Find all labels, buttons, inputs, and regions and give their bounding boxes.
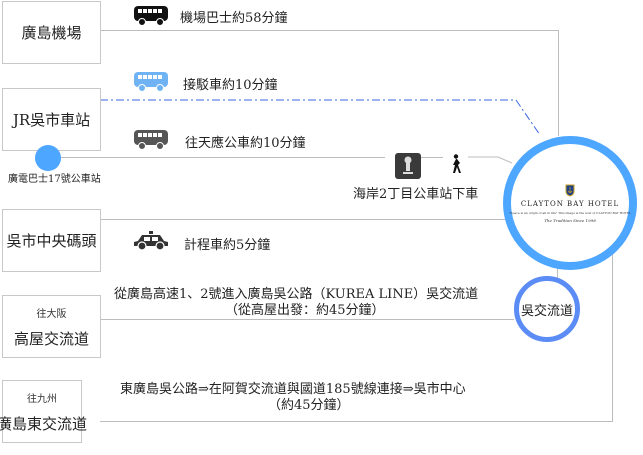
bus-stop-sign-icon: [395, 153, 421, 179]
origin-direction: 往九州: [27, 393, 57, 405]
shuttle-label: 接駁車約10分鐘: [183, 78, 278, 93]
origin-label: 廣島機場: [21, 24, 82, 42]
interchange-label: 吳交流道: [520, 303, 573, 319]
higashi-route-time: （約45分鐘）: [268, 398, 350, 413]
kure-interchange: 吳交流道: [514, 276, 580, 342]
higashi-route-text: 東廣島吳公路⇒在阿賀交流道與國道185號線連接⇒吳市中心: [120, 382, 466, 397]
hotel-crest-icon: [565, 184, 575, 197]
walk-icon: [453, 154, 461, 173]
origin-port: 吳市中央碼頭: [2, 209, 101, 272]
takaya-route-line: [100, 319, 514, 320]
takaya-route-time: （從高屋出發：約45分鐘）: [225, 303, 385, 318]
bus-stop-label: 廣電巴士17號公車站: [8, 174, 101, 185]
airport-route-drop-line: [558, 30, 559, 136]
hotel-tagline: "Space is an origin of all in life" This…: [509, 210, 631, 215]
city-bus-route-line-2: [418, 157, 443, 158]
origin-label: 廣島東交流道: [0, 414, 88, 433]
origin-label: 高屋交流道: [13, 329, 89, 348]
airport-route-line: [100, 30, 558, 31]
city-bus-icon: [134, 130, 168, 150]
taxi-icon: [134, 231, 168, 251]
hotel-destination: CLAYTON BAY HOTEL "Space is an origin of…: [503, 136, 637, 270]
origin-takaya-ic: 往大阪 高屋交流道: [2, 295, 101, 358]
hotel-name: CLAYTON BAY HOTEL: [520, 199, 620, 208]
origin-direction: 往大阪: [36, 308, 67, 320]
city-bus-label: 往天應公車約10分鐘: [185, 136, 306, 151]
higashi-route-rise-line: [612, 248, 613, 422]
bus-stop-marker: [35, 145, 61, 171]
hotel-since: The Tradition Since 1998: [544, 217, 596, 223]
origin-airport: 廣島機場: [2, 1, 101, 64]
takaya-route-text: 從廣島高速1、2號進入廣島吳公路（KUREA LINE）吳交流道: [114, 287, 479, 302]
bus-icon: [134, 6, 168, 26]
walk-route-line: [468, 156, 513, 164]
shuttle-route-dashed-line: [100, 99, 540, 136]
kaigan-stop-label: 海岸2丁目公車站下車: [353, 187, 479, 202]
higashi-route-line: [100, 421, 612, 422]
taxi-label: 計程車約5分鐘: [184, 238, 271, 253]
airport-bus-label: 機場巴士約58分鐘: [180, 11, 288, 26]
origin-label: JR吳市車站: [12, 111, 91, 129]
shuttle-bus-icon: [134, 72, 168, 92]
interchange-to-hotel-line: [557, 268, 558, 278]
city-bus-route-line: [60, 157, 385, 158]
origin-jr-station: JR吳市車站: [2, 88, 101, 151]
origin-higashi-ic: 往九州 廣島東交流道: [0, 380, 87, 443]
port-route-line: [100, 219, 510, 220]
origin-label: 吳市中央碼頭: [6, 232, 97, 250]
